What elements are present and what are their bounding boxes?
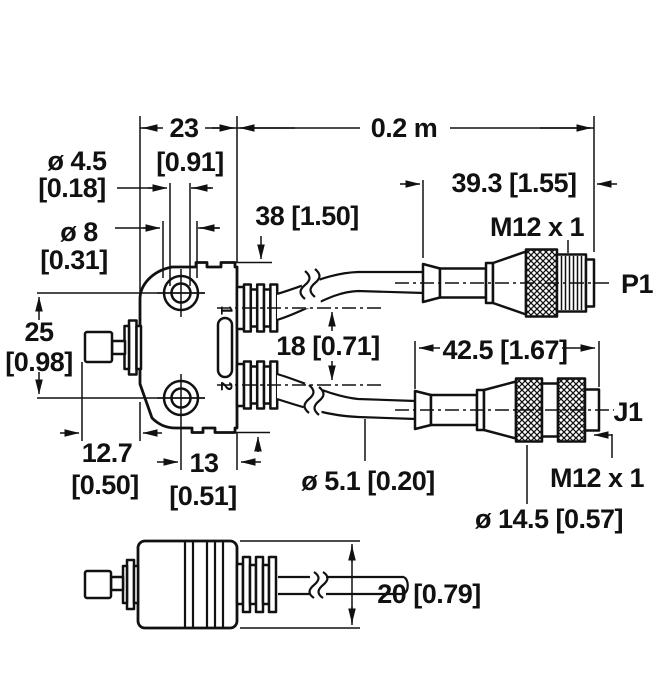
dim-j1-length: 42.5 [1.67]: [442, 335, 567, 365]
cable-break-mark: [299, 270, 311, 300]
dim-connector-diameter: ø 14.5 [0.57]: [475, 504, 623, 534]
dim-side-height: 20 [0.79]: [377, 579, 481, 609]
dim-hole-small: ø 4.5: [47, 146, 107, 176]
side-view: [83, 539, 409, 630]
dim-hole-to-edge: 13: [189, 448, 219, 478]
body-outline: [138, 261, 239, 434]
side-view-cable: [278, 571, 409, 599]
cable-1: [276, 267, 425, 322]
side-view-strain-relief: [235, 555, 278, 614]
dimension-lines: [35, 116, 617, 629]
dim-outlet-spacing: 18 [0.71]: [276, 331, 380, 361]
label-p1-thread: M12 x 1: [490, 212, 585, 242]
label-p1: P1: [621, 269, 653, 299]
cable-2: [276, 372, 417, 422]
dim-body-width: 23: [169, 113, 199, 143]
dim-hole-large-inch: [0.31]: [40, 245, 108, 275]
port2-number: 2: [217, 382, 236, 391]
cable-break-mark: [303, 384, 315, 414]
dim-cable-diameter: ø 5.1 [0.20]: [301, 466, 435, 496]
centerlines: [217, 282, 614, 411]
side-view-button: [83, 558, 140, 611]
dim-body-width-inch: [0.91]: [156, 147, 224, 177]
dim-cable-length: 0.2 m: [371, 113, 438, 143]
dim-body-height: 38 [1.50]: [255, 201, 359, 231]
dimension-labels: 23 [0.91] 0.2 m ø 4.5 [0.18] ø 8 [0.31] …: [5, 113, 653, 609]
dim-hole-spacing: 25: [24, 317, 54, 347]
label-slot: [216, 316, 234, 379]
label-j1-thread: M12 x 1: [550, 463, 645, 493]
push-button: [83, 319, 143, 376]
dim-button-protrusion: 12.7: [82, 438, 133, 468]
label-j1: J1: [613, 397, 643, 427]
port1-number: 1: [217, 306, 236, 315]
dim-hole-to-edge-inch: [0.51]: [169, 481, 237, 511]
dim-hole-large: ø 8: [60, 217, 98, 247]
dim-hole-small-inch: [0.18]: [38, 173, 106, 203]
dim-p1-length: 39.3 [1.55]: [451, 168, 576, 198]
dim-button-protrusion-inch: [0.50]: [71, 470, 139, 500]
dim-hole-spacing-inch: [0.98]: [5, 347, 73, 377]
